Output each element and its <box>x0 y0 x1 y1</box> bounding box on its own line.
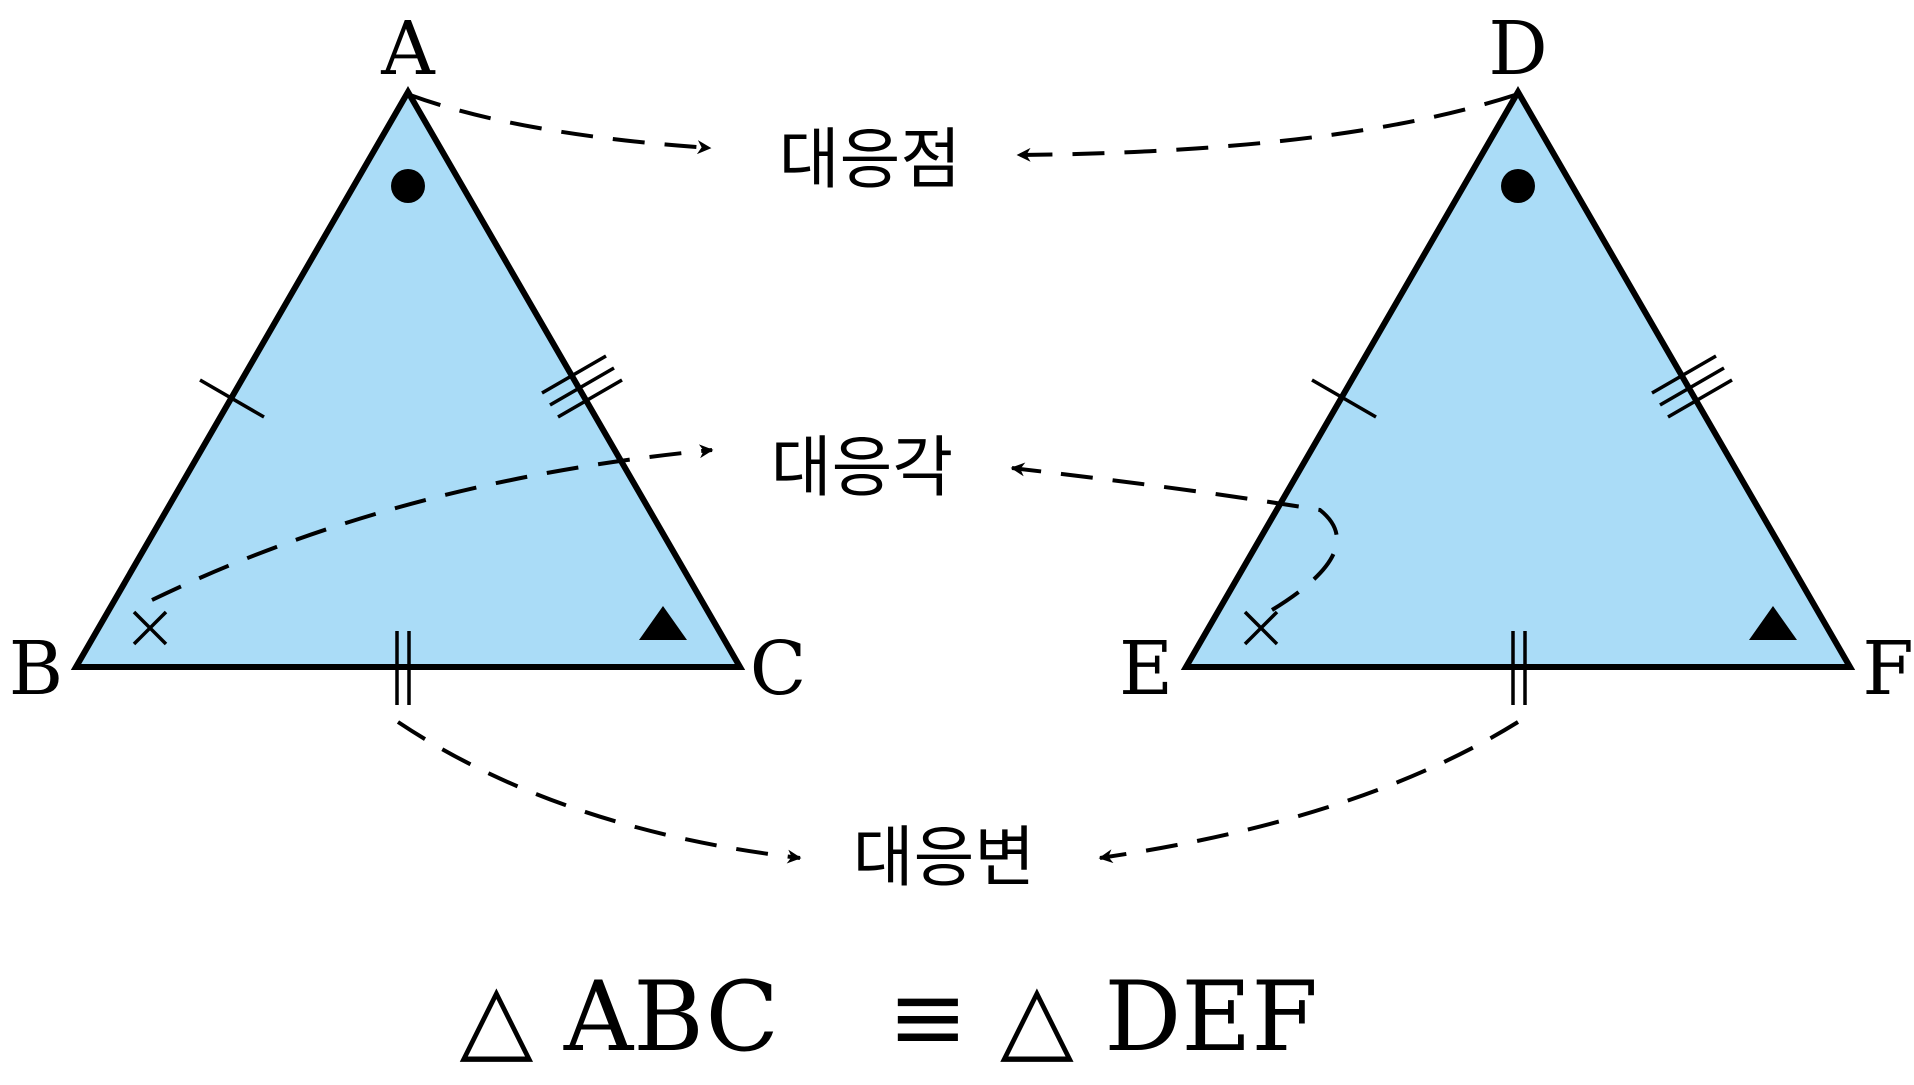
corresponding-sides-label: 대응변 <box>853 819 1035 896</box>
side-ac-triple-tick-icon <box>541 354 623 419</box>
vertex-c-label: C <box>750 626 807 712</box>
formula-left: △ ABC <box>460 961 779 1073</box>
arrow-bc-to-sides <box>396 720 802 864</box>
vertex-d-label: D <box>1488 6 1547 92</box>
angle-f-triangle-icon <box>1749 606 1797 640</box>
side-df-triple-tick-icon <box>1651 354 1733 419</box>
corresponding-points-label: 대응점 <box>779 121 961 198</box>
arrow-e-to-angles <box>1010 462 1339 612</box>
angle-a-dot-icon <box>391 169 425 203</box>
angle-c-triangle-icon <box>639 606 687 640</box>
side-bc-double-tick-icon <box>395 631 411 705</box>
arrow-a-to-points <box>409 93 712 155</box>
triangle-abc: A B C <box>9 6 807 712</box>
corresponding-angles-label: 대응각 <box>771 429 953 506</box>
vertex-a-label: A <box>380 6 436 92</box>
arrow-d-to-points <box>1016 93 1516 162</box>
angle-d-dot-icon <box>1501 169 1535 203</box>
side-ab-single-tick-icon <box>199 378 265 419</box>
vertex-b-label: B <box>9 626 63 712</box>
triangle-def-shape <box>1180 86 1856 670</box>
formula-congruent-symbol: ≡ <box>888 961 968 1073</box>
triangle-def: D E F <box>1119 6 1914 712</box>
vertex-f-label: F <box>1862 626 1913 712</box>
angle-b-cross-icon <box>132 610 168 646</box>
side-ef-double-tick-icon <box>1511 631 1527 705</box>
congruence-formula: △ ABC ≡ △ DEF <box>460 961 1318 1073</box>
angle-e-cross-icon <box>1243 610 1279 646</box>
vertex-e-label: E <box>1119 626 1173 712</box>
arrow-ef-to-sides <box>1098 720 1520 864</box>
formula-right: △ DEF <box>1000 961 1318 1073</box>
side-de-single-tick-icon <box>1311 378 1377 419</box>
arrow-b-to-angles <box>151 444 714 602</box>
